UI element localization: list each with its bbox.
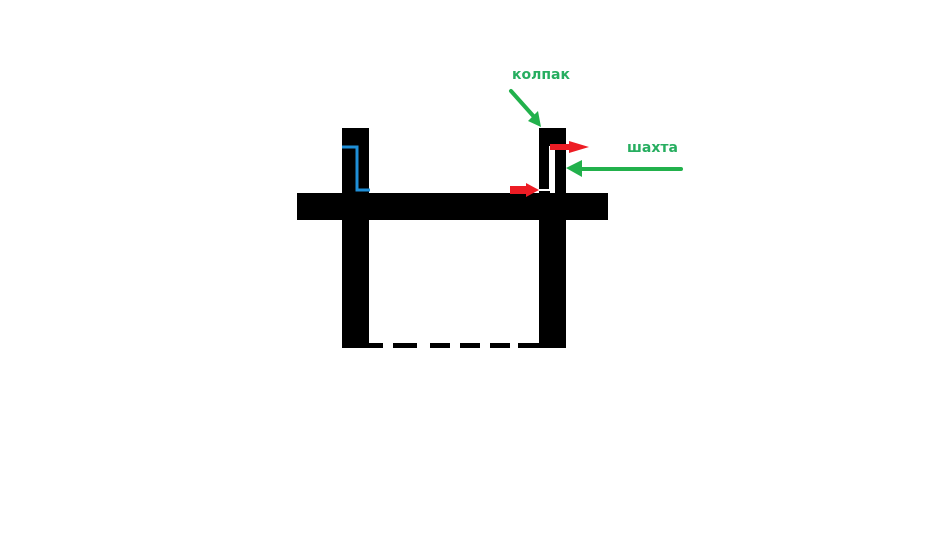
shaft-label: шахта: [627, 140, 678, 156]
right-wall: [539, 193, 566, 348]
shaft-gap-line: [539, 146, 551, 191]
dash-segment: [369, 343, 383, 348]
airflow-arrow-icon: [510, 183, 539, 197]
dash-segment: [430, 343, 450, 348]
cap-label: колпак: [512, 67, 570, 83]
dash-segment: [518, 343, 539, 348]
cap-outer-wall: [555, 128, 566, 193]
cap-top: [539, 128, 566, 144]
shaft-pointer-arrow-icon: [566, 160, 683, 177]
arrow-head: [566, 160, 582, 177]
airflow-arrow-icon: [550, 141, 589, 153]
water-path: [342, 145, 370, 192]
shaft-inner-pipe: [539, 128, 550, 193]
dash-segment: [490, 343, 510, 348]
arrow-head: [528, 111, 541, 127]
dashed-bottom-line: [369, 343, 539, 348]
dash-segment: [393, 343, 417, 348]
arrow-shaft: [509, 89, 538, 121]
dash-segment: [460, 343, 480, 348]
cap-pointer-arrow-icon: [509, 89, 541, 127]
